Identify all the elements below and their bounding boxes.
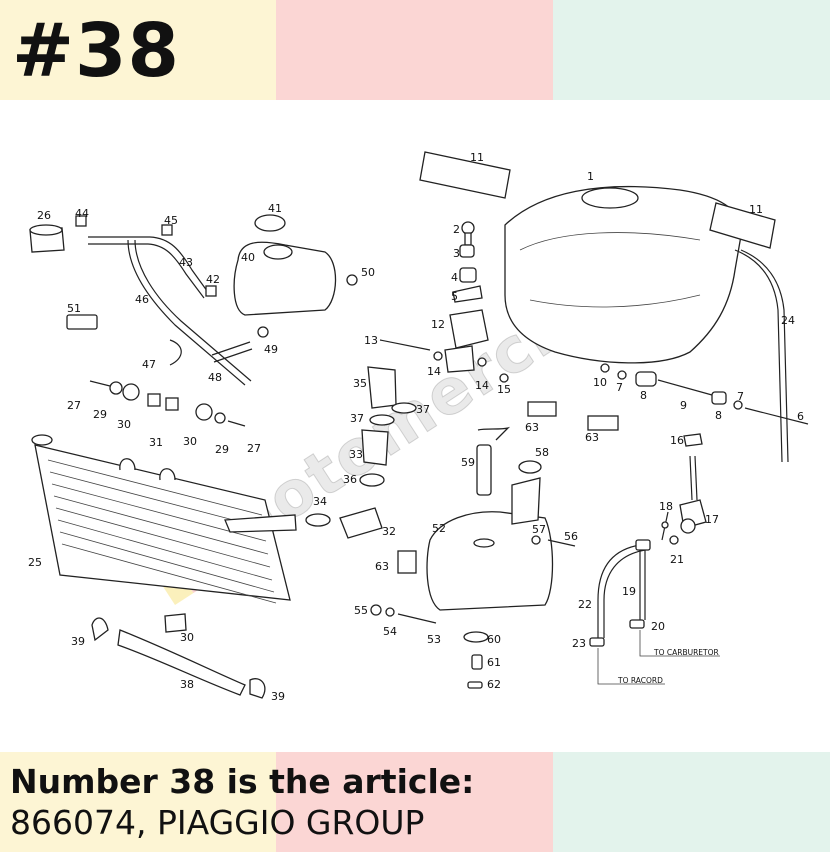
- label-30b: 30: [183, 435, 197, 448]
- note-to-racord: TO RACORD: [617, 676, 663, 685]
- callout-labels: 1 2 3 4 5 6 7 7 8 8 9 10 11 11 12 13 14 …: [28, 151, 804, 703]
- header-band: [0, 0, 830, 100]
- label-47: 47: [142, 358, 156, 371]
- label-10: 10: [593, 376, 607, 389]
- label-62: 62: [487, 678, 501, 691]
- label-11a: 11: [470, 151, 484, 164]
- part-number-title: #38: [12, 8, 180, 94]
- label-46: 46: [135, 293, 149, 306]
- label-30c: 30: [180, 631, 194, 644]
- label-34: 34: [313, 495, 327, 508]
- label-63c: 63: [375, 560, 389, 573]
- label-3: 3: [453, 247, 460, 260]
- label-50: 50: [361, 266, 375, 279]
- label-26: 26: [37, 209, 51, 222]
- label-5: 5: [451, 290, 458, 303]
- label-36: 36: [343, 473, 357, 486]
- label-59: 59: [461, 456, 475, 469]
- label-43: 43: [179, 256, 193, 269]
- label-31: 31: [149, 436, 163, 449]
- label-58: 58: [535, 446, 549, 459]
- label-52: 52: [432, 522, 446, 535]
- label-25: 25: [28, 556, 42, 569]
- label-7b: 7: [737, 390, 744, 403]
- footer-band-pink: [276, 752, 553, 852]
- label-42: 42: [206, 273, 220, 286]
- label-56: 56: [564, 530, 578, 543]
- header-band-mint: [553, 0, 830, 100]
- label-8a: 8: [640, 389, 647, 402]
- label-40: 40: [241, 251, 255, 264]
- label-45: 45: [164, 214, 178, 227]
- article-headline: Number 38 is the article:: [10, 762, 475, 801]
- label-57: 57: [532, 523, 546, 536]
- label-49: 49: [264, 343, 278, 356]
- label-41: 41: [268, 202, 282, 215]
- article-number: 866074, PIAGGIO GROUP: [10, 803, 425, 842]
- label-63a: 63: [525, 421, 539, 434]
- label-7: 7: [616, 381, 623, 394]
- label-63b: 63: [585, 431, 599, 444]
- label-30a: 30: [117, 418, 131, 431]
- label-2: 2: [453, 223, 460, 236]
- label-4: 4: [451, 271, 458, 284]
- label-17: 17: [705, 513, 719, 526]
- label-14b: 14: [475, 379, 489, 392]
- radiator-mount-hardware: [89, 380, 246, 427]
- label-44: 44: [75, 207, 89, 220]
- label-37b: 37: [416, 403, 430, 416]
- radiator-cap-and-hoses: [29, 215, 253, 386]
- label-8b: 8: [715, 409, 722, 422]
- coolant-hoses: [305, 366, 417, 539]
- radiator: [31, 434, 297, 699]
- label-24: 24: [781, 314, 795, 327]
- label-12: 12: [431, 318, 445, 331]
- label-37a: 37: [350, 412, 364, 425]
- fuel-tap: [589, 433, 720, 685]
- header-band-yellow: [0, 0, 276, 100]
- footer-band-yellow: [0, 752, 276, 852]
- label-27a: 27: [67, 399, 81, 412]
- label-29b: 29: [215, 443, 229, 456]
- label-9: 9: [680, 399, 687, 412]
- label-20: 20: [651, 620, 665, 633]
- label-61: 61: [487, 656, 501, 669]
- label-38: 38: [180, 678, 194, 691]
- tank-mount-parts: [379, 221, 809, 431]
- fuel-tank: [419, 151, 789, 463]
- label-22: 22: [578, 598, 592, 611]
- label-33: 33: [349, 448, 363, 461]
- label-23: 23: [572, 637, 586, 650]
- label-6: 6: [797, 410, 804, 423]
- expansion-tank-top: [233, 214, 358, 338]
- label-48: 48: [208, 371, 222, 384]
- label-53: 53: [427, 633, 441, 646]
- footer-band-mint: [553, 752, 830, 852]
- label-15: 15: [497, 383, 511, 396]
- label-60: 60: [487, 633, 501, 646]
- label-35: 35: [353, 377, 367, 390]
- footer-band: [0, 752, 830, 852]
- label-51: 51: [67, 302, 81, 315]
- note-to-carburetor: TO CARBURETOR: [653, 648, 719, 657]
- label-29a: 29: [93, 408, 107, 421]
- label-13: 13: [364, 334, 378, 347]
- label-39b: 39: [271, 690, 285, 703]
- label-11b: 11: [749, 203, 763, 216]
- label-32: 32: [382, 525, 396, 538]
- label-39a: 39: [71, 635, 85, 648]
- label-55: 55: [354, 604, 368, 617]
- header-band-pink: [276, 0, 553, 100]
- label-14a: 14: [427, 365, 441, 378]
- label-21: 21: [670, 553, 684, 566]
- label-18: 18: [659, 500, 673, 513]
- label-54: 54: [383, 625, 397, 638]
- exploded-parts-diagram: motomercia: [28, 151, 809, 703]
- label-19: 19: [622, 585, 636, 598]
- label-1: 1: [587, 170, 594, 183]
- expansion-tank-bottom: [370, 426, 576, 689]
- label-27b: 27: [247, 442, 261, 455]
- label-16: 16: [670, 434, 684, 447]
